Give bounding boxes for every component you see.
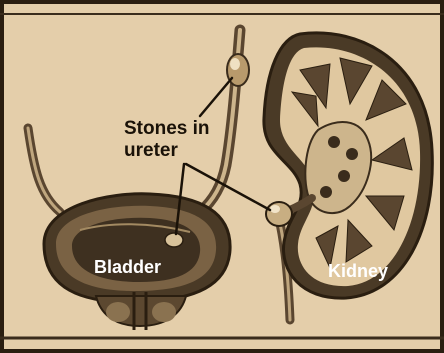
prostate-left [106,302,130,322]
bladder-stone [165,233,183,247]
calyx-2 [346,148,358,160]
calyx-1 [328,136,340,148]
ureter-stone-lower [266,202,292,226]
ureter-stone-upper-shine [230,58,240,70]
prostate-right [152,302,176,322]
stones-in-ureter-label: Stones in ureter [124,119,210,160]
left-ureter [28,128,60,212]
calyx-4 [320,186,332,198]
ureter-stone-lower-shine [270,205,280,213]
stones-label-line1: Stones in [124,119,210,138]
calyx-3 [338,170,350,182]
stones-label-line2: ureter [124,141,210,160]
bladder-label: Bladder [94,258,161,276]
kidney-label: Kidney [328,262,388,280]
pointer-to-upper-stone [200,78,232,116]
